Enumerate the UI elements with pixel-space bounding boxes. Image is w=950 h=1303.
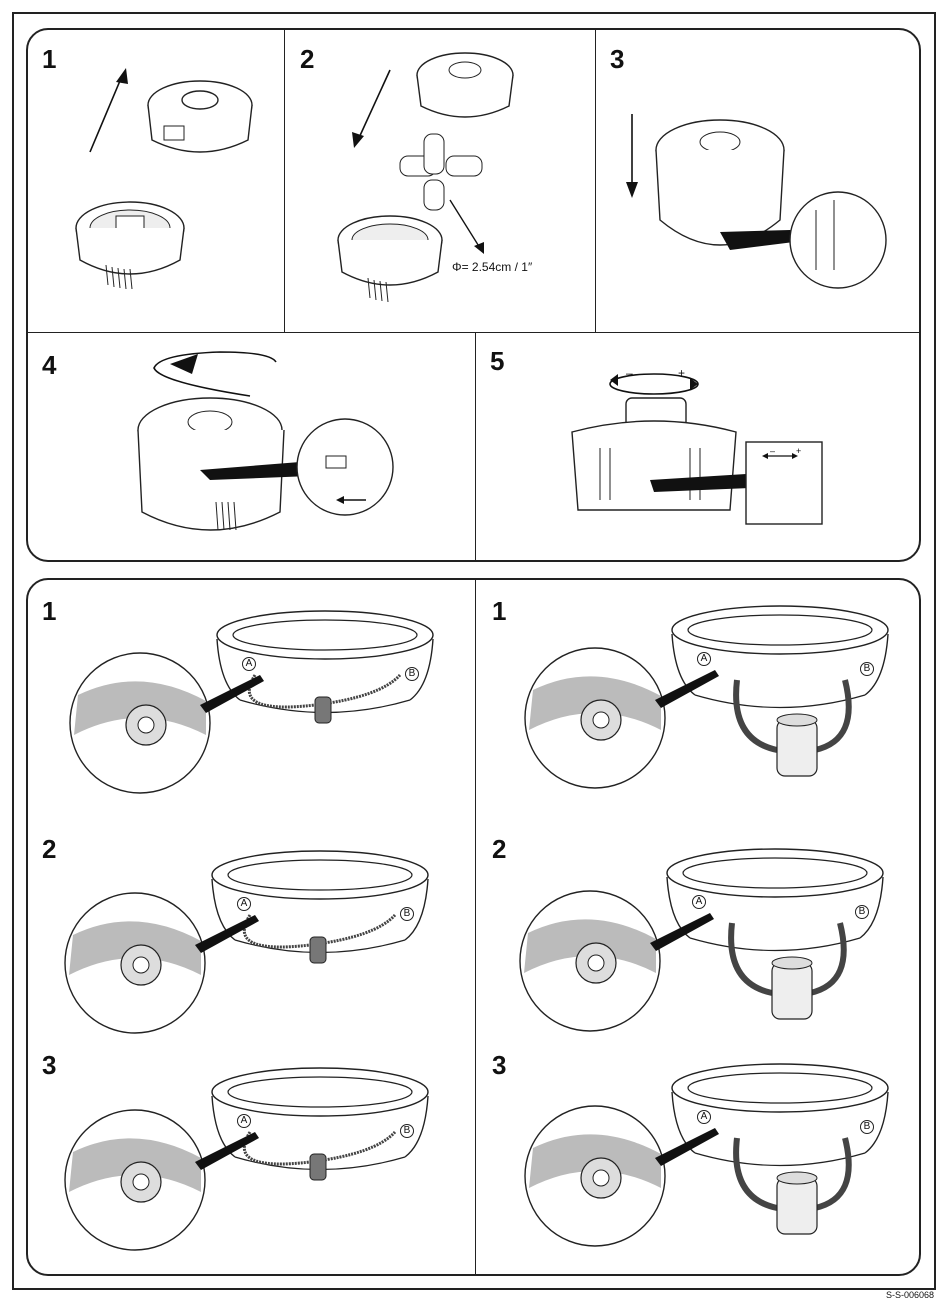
step-number: 2 (300, 46, 314, 72)
pool-connection-illustration (55, 1062, 435, 1277)
port-a-label: A (237, 1114, 251, 1128)
step-number: 3 (610, 46, 624, 72)
divider (28, 332, 919, 333)
port-b-label: B (860, 1120, 874, 1134)
port-a-label: A (237, 897, 251, 911)
port-b-label: B (860, 662, 874, 676)
divider (284, 30, 285, 333)
port-b-label: B (400, 1124, 414, 1138)
divider (595, 30, 596, 333)
skimmer-lock-rotate-illustration (130, 352, 410, 552)
port-b-label: B (855, 905, 869, 919)
pool-connection-illustration (60, 605, 440, 820)
skimmer-adapter-illustration (320, 40, 580, 320)
step-number: 3 (492, 1052, 506, 1078)
port-a-label: A (697, 1110, 711, 1124)
pool-connection-illustration (515, 1058, 895, 1273)
step-number: 1 (42, 598, 56, 624)
hose-diameter-label: Φ= 2.54cm / 1″ (452, 260, 532, 274)
step-number: 1 (42, 46, 56, 72)
skimmer-height-adjust-illustration (570, 370, 830, 530)
detail-plus-label: + (796, 446, 801, 456)
pool-connection-illustration (510, 843, 890, 1058)
step-number: 1 (492, 598, 506, 624)
plus-direction-label: + (678, 366, 685, 380)
step-number: 4 (42, 352, 56, 378)
pool-connection-illustration (55, 845, 435, 1060)
port-b-label: B (400, 907, 414, 921)
minus-direction-label: – (626, 366, 633, 380)
divider (475, 580, 476, 1274)
document-code: S-S-006068 (886, 1290, 934, 1300)
port-a-label: A (697, 652, 711, 666)
divider (475, 332, 476, 560)
skimmer-disassembly-illustration (60, 60, 280, 300)
detail-minus-label: – (770, 446, 775, 456)
port-a-label: A (692, 895, 706, 909)
skimmer-snap-illustration (620, 90, 890, 300)
port-b-label: B (405, 667, 419, 681)
pool-connection-illustration (515, 600, 895, 815)
step-number: 5 (490, 348, 504, 374)
step-number: 2 (492, 836, 506, 862)
port-a-label: A (242, 657, 256, 671)
